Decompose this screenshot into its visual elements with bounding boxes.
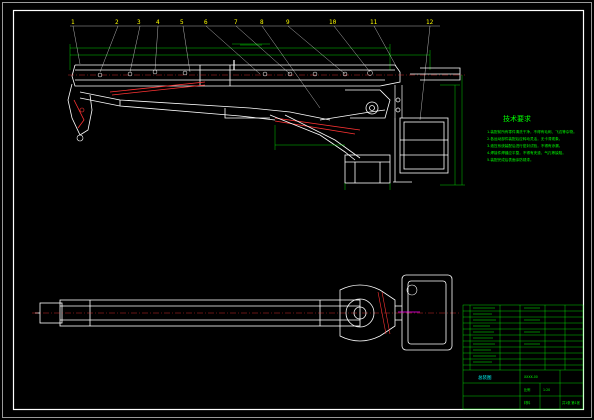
drawing-number: XXXX-00: [524, 375, 538, 379]
boom-holes: [97, 69, 373, 78]
scale-label: 比例: [524, 387, 530, 392]
side-elevation-view: 1 2 3 4 5 6 7 8 9 10 11 12: [67, 19, 465, 190]
turret-base: [344, 154, 391, 184]
dimension-lines-top: [69, 43, 431, 70]
title-block: 总装图 XXXX-00 比例 1:20 材料 共1张 第1张: [462, 304, 584, 410]
callout-10: 10: [329, 19, 337, 26]
lower-arm: [79, 91, 331, 121]
notes-line: 3.液压系统装配后进行密封试验，不得有渗漏。: [487, 143, 562, 148]
callout-7: 7: [234, 19, 238, 26]
callout-5: 5: [180, 19, 184, 26]
callout-9: 9: [286, 19, 290, 26]
callout-4: 4: [156, 19, 160, 26]
callout-6: 6: [204, 19, 208, 26]
plan-view: [32, 274, 460, 351]
notes-line: 2.各运动部件装配后应转动灵活，无卡滞现象。: [487, 136, 562, 141]
technical-notes: 技术要求 1.装配前所有零件清洗干净，不得有毛刺、飞边等杂物。 2.各运动部件装…: [487, 114, 577, 162]
leveling-column: [394, 85, 403, 118]
callout-1: 1: [71, 19, 75, 26]
part-callouts: 1 2 3 4 5 6 7 8 9 10 11 12: [71, 19, 434, 26]
callout-12: 12: [426, 19, 434, 26]
dimension-lines-right: [440, 75, 465, 186]
plan-turret: [339, 284, 396, 342]
callout-11: 11: [370, 19, 378, 26]
work-platform: [393, 117, 449, 183]
callout-2: 2: [115, 19, 119, 26]
plan-gear: [406, 284, 418, 296]
notes-title: 技术要求: [503, 114, 531, 123]
sheet-label: 共1张 第1张: [562, 400, 581, 405]
inner-frame: [12, 9, 585, 411]
parts-list-grid: [462, 304, 584, 410]
scale-value: 1:20: [543, 388, 550, 392]
callout-3: 3: [137, 19, 141, 26]
material-label: 材料: [524, 400, 531, 405]
callout-leaders: [70, 25, 440, 121]
notes-line: 4.焊接件焊缝应平整，不得有夹渣、气孔等缺陷。: [487, 150, 566, 155]
support-strut: [269, 109, 386, 161]
notes-line: 5.装配完成后表面涂防锈漆。: [487, 157, 534, 162]
callout-8: 8: [260, 19, 264, 26]
parts-list-entries: [473, 307, 540, 363]
notes-line: 1.装配前所有零件清洗干净，不得有毛刺、飞边等杂物。: [487, 129, 577, 134]
pivot-joint: [345, 89, 391, 119]
plan-hatch: [377, 291, 391, 335]
plan-platform: [395, 274, 453, 351]
dimension-lines-bottom: [274, 125, 391, 190]
drawing-name: 总装图: [478, 374, 492, 381]
hydraulic-cylinder: [109, 81, 361, 135]
left-bracket: [67, 83, 93, 142]
